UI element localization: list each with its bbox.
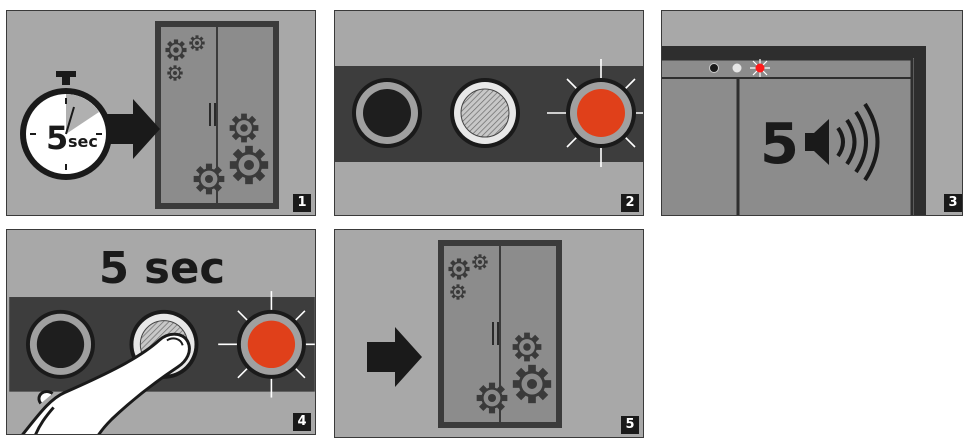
step-5-panel: 5 (334, 229, 644, 438)
finger-press-icon (21, 332, 191, 434)
led-red-blinking (218, 291, 315, 398)
step-2-panel: 2 (334, 10, 644, 216)
timer-unit: sec (68, 132, 98, 151)
arrow-right-icon (105, 99, 160, 159)
timer-value: 5 (46, 119, 68, 157)
step-4-panel: 5 sec 4 (6, 229, 316, 435)
indicator-leds (709, 59, 770, 77)
step-number: 3 (944, 194, 962, 212)
button-black (25, 309, 95, 379)
hold-duration-label: 5 sec (99, 244, 225, 294)
arrow-right-icon (367, 327, 422, 387)
step-number: 4 (293, 413, 311, 431)
step-number: 2 (621, 194, 639, 212)
step-number: 1 (293, 194, 311, 212)
step-1-panel: 5 sec 1 (6, 10, 316, 216)
button-hatched (450, 78, 520, 148)
led-red-blinking (547, 59, 643, 167)
stopwatch-icon: 5 sec (20, 71, 112, 180)
step-3-panel: 5 3 (661, 10, 963, 216)
speaker-icon (805, 102, 880, 182)
countdown-number: 5 (760, 112, 799, 177)
button-black (352, 78, 422, 148)
step-number: 5 (621, 416, 639, 434)
